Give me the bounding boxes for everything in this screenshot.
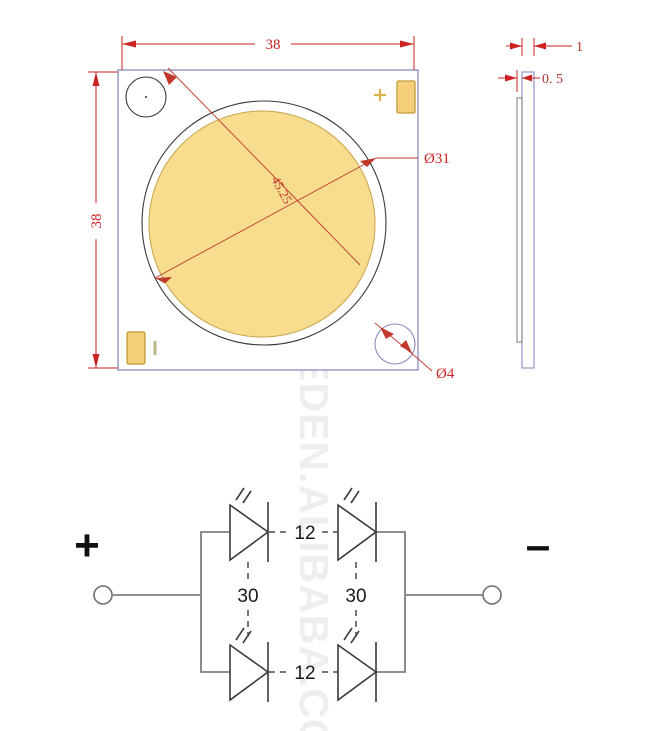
positive-terminal-pad	[93, 585, 113, 605]
led-bottom-left-emission-arrows	[235, 627, 252, 644]
anode-plus-marker	[374, 89, 386, 101]
mounting-hole-top-left-center-mark	[144, 95, 148, 99]
led-bottom-right	[337, 627, 378, 702]
leader-emitter-diameter	[154, 157, 418, 284]
anode-pad	[396, 80, 416, 114]
dimension-diagonal-45-25	[163, 67, 361, 266]
dimension-width-38-label: 38	[266, 37, 281, 53]
dimension-thickness-05	[498, 70, 540, 92]
leader-hole-diameter	[374, 322, 433, 372]
thickness-total-label: 1	[576, 40, 583, 55]
phosphor-emitter-circle	[148, 110, 376, 338]
dimension-height-38-label: 38	[89, 214, 105, 229]
circuit-wiring	[112, 531, 483, 673]
thickness-substrate-label: 0. 5	[542, 72, 563, 87]
series-count-bottom-label: 12	[294, 663, 315, 684]
parallel-count-right-label: 30	[345, 586, 366, 607]
led-bottom-right-emission-arrows	[343, 627, 360, 644]
led-top-left	[229, 487, 270, 562]
negative-terminal-symbol: –	[526, 521, 550, 570]
emitter-diameter-label: Ø31	[424, 151, 450, 167]
hole-diameter-label: Ø4	[436, 366, 455, 382]
dimension-thickness-1	[506, 38, 572, 56]
cathode-pad	[126, 331, 146, 365]
series-count-top-label: 12	[294, 523, 315, 544]
led-top-left-emission-arrows	[235, 487, 252, 504]
led-bottom-left	[229, 627, 270, 702]
parallel-count-left-label: 30	[237, 586, 258, 607]
led-top-right	[337, 487, 378, 562]
side-view-substrate	[516, 97, 523, 343]
led-top-right-emission-arrows	[343, 487, 360, 504]
positive-terminal-symbol: +	[74, 521, 100, 570]
negative-terminal-pad	[482, 585, 502, 605]
